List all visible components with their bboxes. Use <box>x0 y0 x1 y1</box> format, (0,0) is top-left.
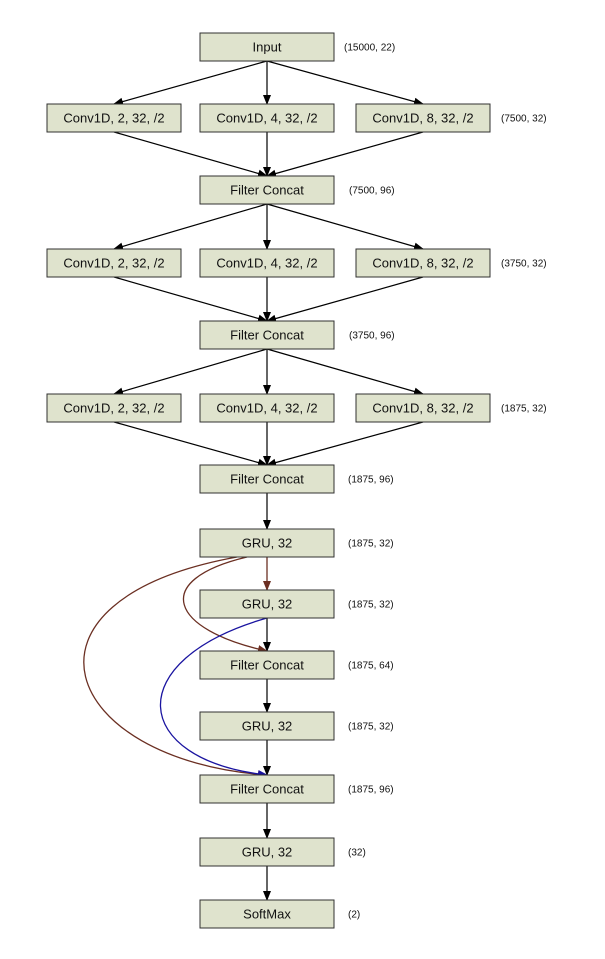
node-label: Conv1D, 2, 32, /2 <box>63 401 164 416</box>
node-conv1b: Conv1D, 4, 32, /2 <box>199 103 335 133</box>
node-label: Filter Concat <box>230 658 304 673</box>
node-box <box>199 899 335 929</box>
node-box <box>199 774 335 804</box>
node-label: Conv1D, 2, 32, /2 <box>63 256 164 271</box>
node-label: Conv1D, 8, 32, /2 <box>372 256 473 271</box>
shape-label-gru2: (1875, 32) <box>348 600 394 611</box>
node-concat4: Filter Concat <box>199 650 335 680</box>
node-box <box>199 837 335 867</box>
edge-input-to-conv1c <box>266 60 424 106</box>
shape-label-softmax: (2) <box>348 910 360 921</box>
node-conv3a: Conv1D, 2, 32, /2 <box>46 393 182 423</box>
edge-conv3a-to-concat3 <box>113 421 268 467</box>
shape-label-concat4: (1875, 64) <box>348 661 394 672</box>
node-gru4: GRU, 32 <box>199 837 335 867</box>
node-conv2b: Conv1D, 4, 32, /2 <box>199 248 335 278</box>
node-concat3: Filter Concat <box>199 464 335 494</box>
node-label: GRU, 32 <box>242 845 293 860</box>
node-box <box>199 32 335 62</box>
edges-layer <box>113 60 424 901</box>
node-gru3: GRU, 32 <box>199 711 335 741</box>
node-gru2: GRU, 32 <box>199 589 335 619</box>
node-softmax: SoftMax <box>199 899 335 929</box>
node-conv1a: Conv1D, 2, 32, /2 <box>46 103 182 133</box>
node-box <box>199 248 335 278</box>
shape-label-gru4: (32) <box>348 848 366 859</box>
node-box <box>355 248 491 278</box>
node-box <box>46 248 182 278</box>
edge-concat1-to-conv2a <box>113 203 268 251</box>
shape-labels-layer: (15000, 22) (7500, 32) (7500, 96) (3750, 32… <box>344 43 547 921</box>
shape-label-conv2c: (3750, 32) <box>501 259 547 270</box>
node-conv2c: Conv1D, 8, 32, /2 <box>355 248 491 278</box>
node-label: Input <box>253 40 282 55</box>
node-conv3c: Conv1D, 8, 32, /2 <box>355 393 491 423</box>
node-label: Conv1D, 8, 32, /2 <box>372 111 473 126</box>
node-box <box>199 464 335 494</box>
node-conv3b: Conv1D, 4, 32, /2 <box>199 393 335 423</box>
edge-concat2-to-conv3a <box>113 348 268 396</box>
skip-edge-gru1-to-concat5 <box>83 556 268 779</box>
node-gru1: GRU, 32 <box>199 528 335 558</box>
edge-input-to-conv1a <box>113 60 268 106</box>
node-box <box>199 393 335 423</box>
shape-label-input: (15000, 22) <box>344 43 395 54</box>
skip-edge-gru2-to-concat5 <box>159 617 268 778</box>
shape-label-concat3: (1875, 96) <box>348 475 394 486</box>
node-label: Filter Concat <box>230 472 304 487</box>
node-conv2a: Conv1D, 2, 32, /2 <box>46 248 182 278</box>
shape-label-conv1c: (7500, 32) <box>501 114 547 125</box>
node-box <box>355 393 491 423</box>
node-box <box>199 103 335 133</box>
node-box <box>199 175 335 205</box>
node-label: Conv1D, 4, 32, /2 <box>216 256 317 271</box>
node-label: GRU, 32 <box>242 719 293 734</box>
shape-label-conv3c: (1875, 32) <box>501 404 547 415</box>
node-box <box>199 320 335 350</box>
node-box <box>199 711 335 741</box>
edge-conv3c-to-concat3 <box>266 421 424 467</box>
edge-conv1c-to-concat1 <box>266 131 424 178</box>
skip-edge-gru1-to-concat4 <box>182 556 268 654</box>
edge-conv2a-to-concat2 <box>113 276 268 323</box>
edge-conv1a-to-concat1 <box>113 131 268 178</box>
node-label: SoftMax <box>243 907 291 922</box>
node-input: Input <box>199 32 335 62</box>
shape-label-gru3: (1875, 32) <box>348 722 394 733</box>
node-box <box>46 103 182 133</box>
node-label: Conv1D, 8, 32, /2 <box>372 401 473 416</box>
node-label: GRU, 32 <box>242 536 293 551</box>
node-conv1c: Conv1D, 8, 32, /2 <box>355 103 491 133</box>
skip-connections-layer <box>83 556 271 779</box>
edge-concat1-to-conv2c <box>266 203 424 251</box>
node-box <box>199 589 335 619</box>
node-label: Conv1D, 2, 32, /2 <box>63 111 164 126</box>
node-box <box>199 528 335 558</box>
node-box <box>46 393 182 423</box>
shape-label-gru1: (1875, 32) <box>348 539 394 550</box>
edge-conv2c-to-concat2 <box>266 276 424 323</box>
node-concat1: Filter Concat <box>199 175 335 205</box>
node-box <box>355 103 491 133</box>
node-label: Conv1D, 4, 32, /2 <box>216 401 317 416</box>
node-concat2: Filter Concat <box>199 320 335 350</box>
node-label: Conv1D, 4, 32, /2 <box>216 111 317 126</box>
node-label: Filter Concat <box>230 328 304 343</box>
node-label: Filter Concat <box>230 183 304 198</box>
shape-label-concat2: (3750, 96) <box>349 331 395 342</box>
shape-label-concat5: (1875, 96) <box>348 785 394 796</box>
node-label: Filter Concat <box>230 782 304 797</box>
node-label: GRU, 32 <box>242 597 293 612</box>
shape-label-concat1: (7500, 96) <box>349 186 395 197</box>
edge-concat2-to-conv3c <box>266 348 424 396</box>
node-concat5: Filter Concat <box>199 774 335 804</box>
node-box <box>199 650 335 680</box>
